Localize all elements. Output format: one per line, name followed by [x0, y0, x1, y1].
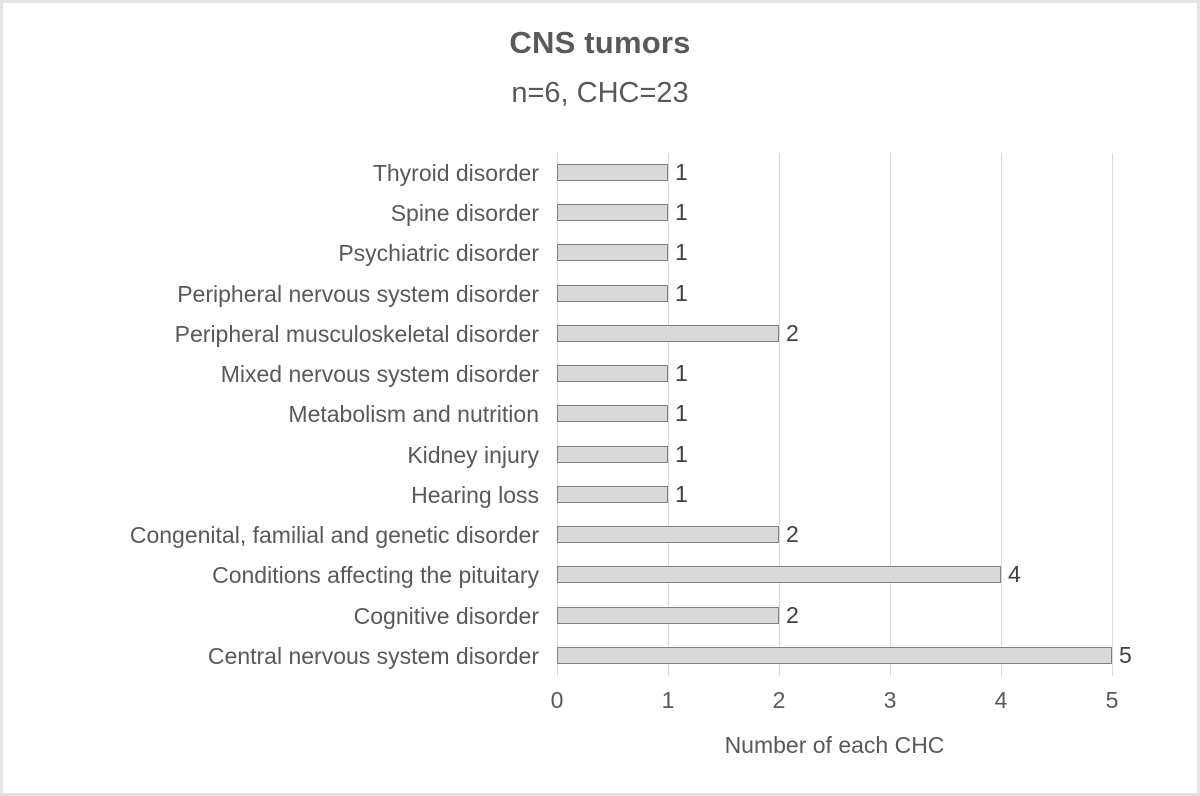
gridline-1 — [668, 153, 669, 676]
category-label: Congenital, familial and genetic disorde… — [129, 522, 539, 549]
bar-row: 1 — [557, 193, 1112, 233]
category-label: Spine disorder — [390, 200, 539, 227]
bar[interactable] — [557, 526, 779, 544]
bar-row: 4 — [557, 555, 1112, 595]
category-label: Conditions affecting the pituitary — [212, 562, 539, 589]
bar-value-label: 2 — [786, 319, 799, 346]
bar-row: 5 — [557, 636, 1132, 676]
bar-row: 1 — [557, 153, 1112, 193]
bar-row: 1 — [557, 394, 1112, 434]
bar[interactable] — [557, 566, 1001, 584]
bar[interactable] — [557, 405, 668, 423]
category-label: Mixed nervous system disorder — [220, 361, 539, 388]
bar-row: 2 — [557, 596, 1112, 636]
bar[interactable] — [557, 164, 668, 181]
bar[interactable] — [557, 485, 668, 503]
x-tick-label: 3 — [883, 687, 897, 713]
bar-row: 1 — [557, 233, 1112, 273]
bar[interactable] — [557, 445, 668, 463]
x-tick-label: 0 — [550, 687, 564, 713]
bar-value-label: 1 — [675, 480, 688, 507]
category-label: Kidney injury — [407, 441, 539, 468]
bar[interactable] — [557, 324, 779, 342]
x-tick-label: 1 — [661, 687, 675, 713]
bar-value-label: 1 — [675, 400, 688, 427]
category-label: Cognitive disorder — [353, 602, 539, 629]
category-label: Hearing loss — [411, 481, 539, 508]
bar[interactable] — [557, 606, 779, 624]
chart-subtitle: n=6, CHC=23 — [511, 77, 689, 109]
gridline-5 — [1112, 153, 1113, 676]
plot-area: 1 1 1 1 2 1 1 1 1 2 4 2 5 — [557, 153, 1132, 676]
category-label: Peripheral musculoskeletal disorder — [174, 320, 539, 347]
bar-value-label: 1 — [675, 199, 688, 226]
category-label: Peripheral nervous system disorder — [177, 280, 539, 307]
x-axis-title: Number of each CHC — [724, 732, 945, 758]
bar-row: 1 — [557, 354, 1112, 394]
bar[interactable] — [557, 244, 668, 262]
bar-value-label: 1 — [675, 360, 688, 387]
bar-row: 1 — [557, 435, 1112, 475]
bar-value-label: 1 — [675, 159, 688, 185]
bar[interactable] — [557, 284, 668, 302]
bar-value-label: 2 — [786, 521, 799, 548]
bar-row: 1 — [557, 274, 1112, 314]
bar[interactable] — [557, 204, 668, 222]
bar-row: 2 — [557, 515, 1112, 555]
category-label: Thyroid disorder — [372, 160, 539, 186]
x-tick-label: 4 — [994, 687, 1008, 713]
category-label: Metabolism and nutrition — [288, 401, 539, 428]
x-tick-label: 2 — [772, 687, 786, 713]
gridline-3 — [890, 153, 891, 676]
chart-title: CNS tumors — [509, 25, 691, 60]
x-tick-label: 5 — [1105, 687, 1119, 713]
bar[interactable] — [557, 365, 668, 383]
bar-value-label: 1 — [675, 279, 688, 306]
bar-value-label: 4 — [1008, 561, 1021, 588]
category-label: Central nervous system disorder — [207, 642, 539, 669]
bar-value-label: 5 — [1119, 641, 1132, 668]
category-label: Psychiatric disorder — [338, 240, 539, 267]
bar-row: 2 — [557, 314, 1112, 354]
bar-value-label: 1 — [675, 440, 688, 467]
gridline-2 — [779, 153, 780, 676]
bar-value-label: 1 — [675, 239, 688, 266]
bar-value-label: 2 — [786, 601, 799, 628]
gridline-4 — [1001, 153, 1002, 676]
bar-row: 1 — [557, 475, 1112, 515]
bar[interactable] — [557, 646, 1112, 664]
